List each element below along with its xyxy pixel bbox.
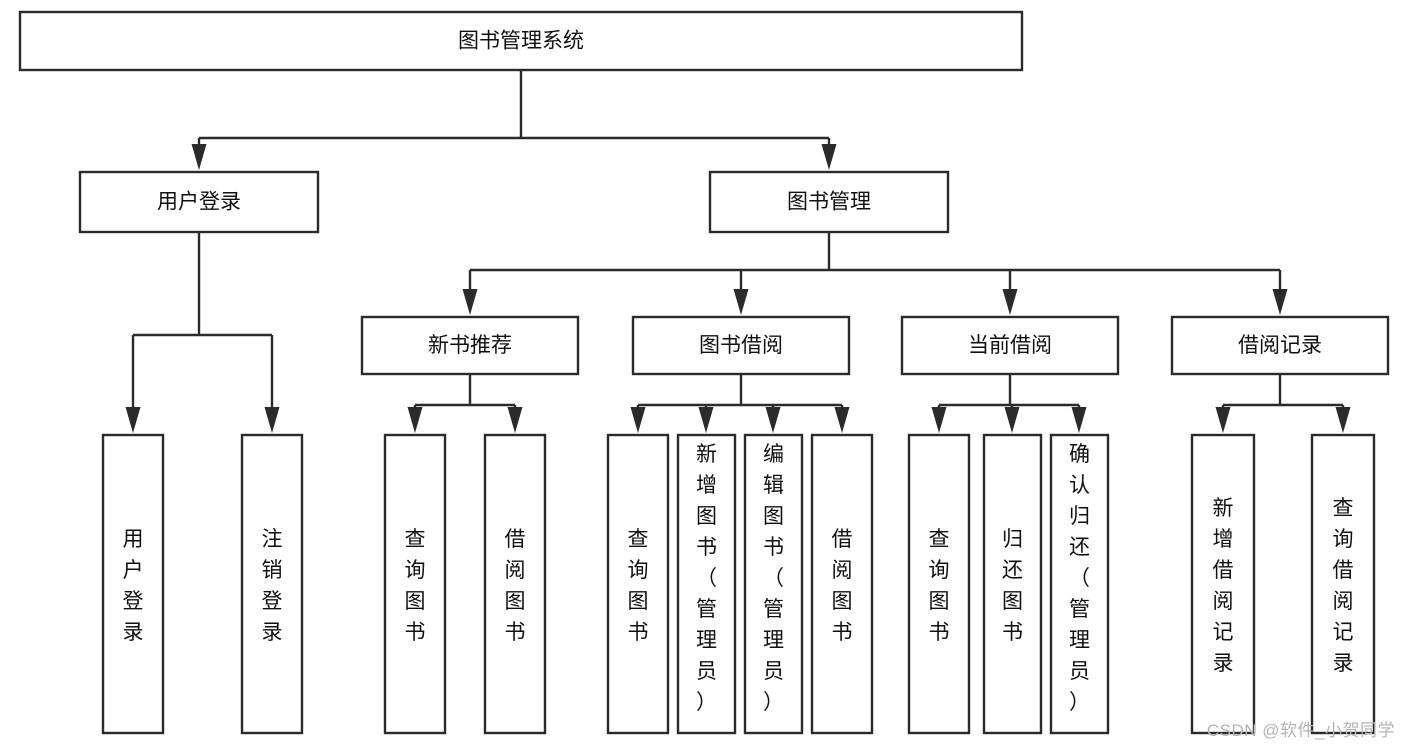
node-label: 用户登录: [123, 528, 144, 644]
arrow-head-icon: [1004, 407, 1020, 433]
node-box-level3[interactable]: [1170, 315, 1390, 376]
node-leaf-edit-book[interactable]: 编辑图书（管理员）: [743, 433, 804, 735]
arrow-head-icon: [821, 144, 837, 170]
node-box-level2[interactable]: [708, 170, 950, 234]
node-label: 查询图书: [628, 528, 649, 644]
node-label: 编辑图书（管理员）: [763, 443, 784, 714]
node-box-leaf[interactable]: [606, 433, 670, 735]
node-label: 新增借阅记录: [1213, 497, 1234, 675]
node-user-login[interactable]: 用户登录: [78, 170, 320, 234]
node-box-leaf[interactable]: [907, 433, 971, 735]
node-label: 用户登录: [157, 191, 241, 214]
arrow-head-icon: [407, 407, 423, 433]
arrow-head-icon: [507, 407, 523, 433]
node-leaf-borrow-book-1[interactable]: 借阅图书: [483, 433, 547, 735]
node-box-leaf[interactable]: [743, 433, 804, 735]
node-box-level3[interactable]: [900, 315, 1120, 376]
node-label: 归还图书: [1002, 528, 1023, 644]
connector-group-bus-new-book: [407, 374, 523, 433]
connector-group-bus-user-login: [125, 232, 280, 433]
node-label: 查询图书: [929, 528, 950, 644]
connector-group-bus-root: [191, 70, 837, 170]
arrow-head-icon: [1071, 407, 1087, 433]
arrow-head-icon: [264, 407, 280, 433]
connector-group-bus-current-borrow: [931, 374, 1087, 433]
node-box-leaf[interactable]: [383, 433, 447, 735]
node-label: 新书推荐: [428, 334, 512, 357]
node-leaf-add-book[interactable]: 新增图书（管理员）: [676, 433, 737, 735]
node-book-manage[interactable]: 图书管理: [708, 170, 950, 234]
arrow-head-icon: [1335, 407, 1351, 433]
node-leaf-query-book-2[interactable]: 查询图书: [606, 433, 670, 735]
arrow-head-icon: [834, 407, 850, 433]
arrow-head-icon: [1215, 407, 1231, 433]
node-leaf-add-borrow-record[interactable]: 新增借阅记录: [1190, 433, 1256, 735]
node-label: 图书管理: [787, 191, 871, 214]
node-label: 查询图书: [405, 528, 426, 644]
node-box-leaf[interactable]: [240, 433, 304, 735]
arrow-head-icon: [630, 407, 646, 433]
node-box-leaf[interactable]: [101, 433, 165, 735]
node-label: 借阅记录: [1238, 334, 1322, 357]
arrow-head-icon: [698, 407, 714, 433]
node-current-borrow[interactable]: 当前借阅: [900, 315, 1120, 376]
node-leaf-query-book-3[interactable]: 查询图书: [907, 433, 971, 735]
node-book-borrow[interactable]: 图书借阅: [631, 315, 851, 376]
node-leaf-user-logout[interactable]: 注销登录: [240, 433, 304, 735]
node-label: 借阅图书: [505, 528, 526, 644]
node-box-leaf[interactable]: [982, 433, 1043, 735]
node-box-level3[interactable]: [631, 315, 851, 376]
node-leaf-query-book-1[interactable]: 查询图书: [383, 433, 447, 735]
connector-group-bus-borrow-record: [1215, 374, 1351, 433]
nodes-layer: 图书管理系统用户登录图书管理新书推荐图书借阅当前借阅借阅记录用户登录注销登录查询…: [18, 10, 1390, 735]
node-leaf-user-login[interactable]: 用户登录: [101, 433, 165, 735]
node-box-level3[interactable]: [360, 315, 580, 376]
node-label: 图书管理系统: [458, 30, 584, 53]
connectors-layer: [125, 70, 1351, 433]
node-borrow-record[interactable]: 借阅记录: [1170, 315, 1390, 376]
node-label: 注销登录: [262, 528, 283, 644]
node-label: 当前借阅: [968, 334, 1052, 357]
node-box-level2[interactable]: [78, 170, 320, 234]
arrow-head-icon: [1272, 289, 1288, 315]
node-box-leaf[interactable]: [1049, 433, 1110, 735]
node-box-leaf[interactable]: [1190, 433, 1256, 735]
arrow-head-icon: [931, 407, 947, 433]
node-label: 查询借阅记录: [1333, 497, 1354, 675]
arrow-head-icon: [765, 407, 781, 433]
node-box-leaf[interactable]: [1310, 433, 1376, 735]
node-label: 新增图书（管理员）: [696, 443, 717, 714]
connector-group-bus-book-borrow: [630, 374, 850, 433]
node-new-book-recommend[interactable]: 新书推荐: [360, 315, 580, 376]
node-leaf-return-book[interactable]: 归还图书: [982, 433, 1043, 735]
node-leaf-query-borrow-record[interactable]: 查询借阅记录: [1310, 433, 1376, 735]
node-root[interactable]: 图书管理系统: [18, 10, 1024, 72]
arrow-head-icon: [125, 407, 141, 433]
node-leaf-borrow-book-2[interactable]: 借阅图书: [810, 433, 874, 735]
arrow-head-icon: [1002, 289, 1018, 315]
node-box-leaf[interactable]: [483, 433, 547, 735]
connector-group-bus-book-manage: [462, 232, 1288, 315]
node-label: 图书借阅: [699, 334, 783, 357]
arrow-head-icon: [191, 144, 207, 170]
node-box-leaf[interactable]: [676, 433, 737, 735]
arrow-head-icon: [733, 289, 749, 315]
node-box-root[interactable]: [18, 10, 1024, 72]
node-box-leaf[interactable]: [810, 433, 874, 735]
node-leaf-confirm-return[interactable]: 确认归还（管理员）: [1049, 433, 1110, 735]
arrow-head-icon: [462, 289, 478, 315]
node-label: 确认归还（管理员）: [1069, 443, 1090, 714]
node-label: 借阅图书: [832, 528, 853, 644]
